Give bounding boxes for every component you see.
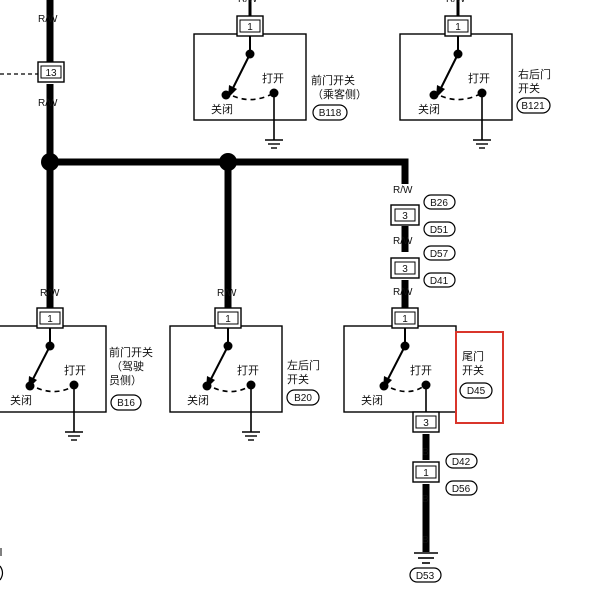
close-label: 关闭 <box>211 102 233 116</box>
rear-right-door-switch: 1 打开 关闭 右后门 开关 B121 <box>399 15 551 149</box>
pin-number: 1 <box>455 22 461 33</box>
close-label: 关闭 <box>361 393 383 407</box>
wire-label: B <box>422 535 429 546</box>
back-door-switch: 1 打开 关闭 3 尾门 开关 D45 <box>343 307 493 433</box>
wire-label: B <box>422 494 429 505</box>
wire-label: R/W <box>238 0 258 5</box>
open-label: 打开 <box>64 363 86 377</box>
wire-label: R/W <box>38 14 58 25</box>
open-label: 打开 <box>410 363 432 377</box>
connector-id: D41 <box>430 276 449 287</box>
switch-name: 前门开关 <box>109 345 153 359</box>
pin-number: 1 <box>247 22 253 33</box>
pin-number: 3 <box>402 264 408 275</box>
switch-name: 尾门 <box>462 349 484 363</box>
connector-pin-number: 13 <box>45 68 57 79</box>
connector-id: D45 <box>467 386 486 397</box>
close-label: 关闭 <box>10 393 32 407</box>
wire-label: R/W <box>38 98 58 109</box>
main-harness <box>46 0 430 552</box>
switch-name: 开关 <box>462 363 484 377</box>
connector-id: D51 <box>430 225 449 236</box>
close-label: 关闭 <box>418 102 440 116</box>
close-label: 关闭 <box>187 393 209 407</box>
pin-number: 3 <box>402 211 408 222</box>
ground-symbol <box>65 431 83 441</box>
ground-symbol <box>414 552 438 564</box>
wire-label: R/W <box>393 185 413 196</box>
connector-id: B20 <box>294 393 312 404</box>
switch-name: （乘客侧） <box>312 87 367 101</box>
front-passenger-door-switch: 1 打开 关闭 前门开关 （乘客侧） B118 <box>193 15 367 149</box>
connector-id: B118 <box>319 108 342 119</box>
highlight-box <box>455 331 504 424</box>
connector-id: B16 <box>117 398 135 409</box>
top-connector: 13 <box>37 61 65 83</box>
pin-number: 3 <box>423 418 429 429</box>
wire-label: B <box>422 447 429 458</box>
wire-label: R/W <box>446 0 466 5</box>
switch-name: 右后门 <box>518 67 551 81</box>
connector-id: D56 <box>452 484 471 495</box>
pin-number: 1 <box>402 314 408 325</box>
open-label: 打开 <box>468 71 490 85</box>
edge-fragment <box>0 565 4 581</box>
wire-label: R/W <box>393 236 413 247</box>
ground-symbol <box>242 431 260 441</box>
connector-id: B26 <box>430 198 448 209</box>
stub-wires <box>248 0 460 16</box>
pin-number: 1 <box>47 314 53 325</box>
splice-node <box>41 153 59 171</box>
inline-connector: 3 D57 D41 <box>390 245 456 288</box>
wire-label: R/W <box>393 287 413 298</box>
switch-name: 开关 <box>287 372 309 386</box>
switch-name: 员侧） <box>109 374 142 387</box>
wire-label: R/W <box>217 288 237 299</box>
pin-number: 1 <box>225 314 231 325</box>
ground-symbol <box>265 139 283 149</box>
connector-id: B121 <box>521 101 545 112</box>
ground-connector: 1 D42 D56 <box>412 453 478 496</box>
rear-left-door-switch: 1 打开 关闭 左后门 开关 B20 <box>169 307 320 441</box>
front-driver-door-switch: 1 打开 关闭 前门开关 （驾驶 员侧） B16 <box>0 307 153 441</box>
open-label: 打开 <box>262 71 284 85</box>
ground-symbol <box>473 139 491 149</box>
connector-id: D42 <box>452 457 471 468</box>
switch-name: 开关 <box>518 81 540 95</box>
open-label: 打开 <box>237 363 259 377</box>
wire-label: R/W <box>40 288 60 299</box>
pin-number: 1 <box>423 468 429 479</box>
inline-connector: 3 B26 D51 <box>390 194 456 237</box>
connector-id: D53 <box>416 571 435 582</box>
switch-name: （驾驶 <box>111 359 144 373</box>
switch-name: 左后门 <box>287 358 320 372</box>
splice-node <box>219 153 237 171</box>
connector-id: D57 <box>430 249 449 260</box>
switch-name: 前门开关 <box>311 73 355 87</box>
